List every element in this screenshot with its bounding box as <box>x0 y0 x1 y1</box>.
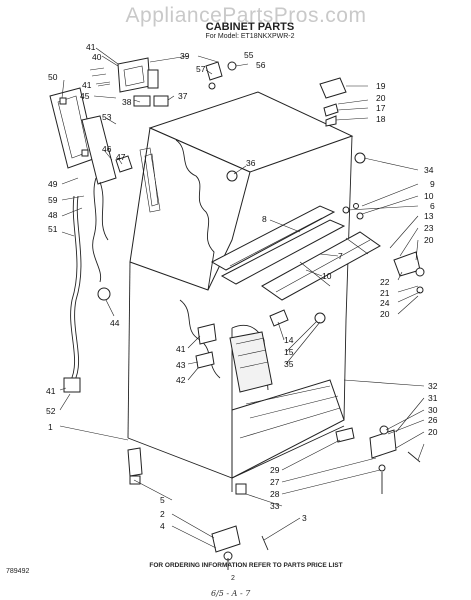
callout-label: 6 <box>430 201 435 211</box>
callout-label: 9 <box>430 179 435 189</box>
callout-label: 45 <box>80 91 90 101</box>
callout-label: 28 <box>270 489 280 499</box>
divider-rails <box>210 205 381 301</box>
control-bracket-assembly <box>89 57 237 107</box>
callout-label: 41 <box>46 386 56 396</box>
cabinet-shell <box>127 91 354 492</box>
callout-label: 27 <box>270 477 280 487</box>
roller-and-leveling-leg <box>127 447 269 570</box>
callout-label: 55 <box>244 50 254 60</box>
callout-label: 52 <box>46 406 56 416</box>
leader-lines <box>59 47 425 549</box>
callout-label: 47 <box>116 152 126 162</box>
callout-label: 2 <box>160 509 165 519</box>
callout-label: 20 <box>424 235 434 245</box>
callout-label: 36 <box>246 158 256 168</box>
callout-label: 53 <box>102 112 112 122</box>
callout-label: 15 <box>284 347 294 357</box>
diagram-title: CABINET PARTS <box>205 21 295 33</box>
callout-label: 34 <box>424 165 434 175</box>
callout-label: 41 <box>82 80 92 90</box>
callout-label: 23 <box>424 223 434 233</box>
callout-label: 42 <box>176 375 186 385</box>
diagram-subtitle: For Model: ET18NKXPWR-2 <box>205 33 295 40</box>
callout-label: 13 <box>424 211 434 221</box>
callout-label: 17 <box>376 103 386 113</box>
callout-label: 57 <box>196 64 206 74</box>
callout-label: 21 <box>380 288 390 298</box>
callout-label: 20 <box>376 93 386 103</box>
callout-label: 33 <box>270 501 280 511</box>
ordering-information-note: FOR ORDERING INFORMATION REFER TO PARTS … <box>149 562 343 569</box>
callout-label: 24 <box>380 298 390 308</box>
callout-label: 48 <box>48 210 58 220</box>
hinge-hardware <box>195 77 425 495</box>
callout-label: 38 <box>122 97 132 107</box>
callout-label: 59 <box>48 195 58 205</box>
callout-label: 41 <box>86 42 96 52</box>
callout-label: 4 <box>160 521 165 531</box>
callout-label: 7 <box>338 251 343 261</box>
page-number: 2 <box>231 575 235 582</box>
callout-label: 32 <box>428 381 438 391</box>
callout-label: 19 <box>376 81 386 91</box>
callout-label: 49 <box>48 179 58 189</box>
callout-label: 20 <box>428 427 438 437</box>
callout-label: 10 <box>322 271 332 281</box>
callout-label: 37 <box>178 91 188 101</box>
callout-label: 30 <box>428 405 438 415</box>
callout-label: 50 <box>48 72 58 82</box>
callout-label: 46 <box>102 144 112 154</box>
callout-label: 22 <box>380 277 390 287</box>
callout-label: 26 <box>428 415 438 425</box>
callout-label: 56 <box>256 60 266 70</box>
callout-label: 43 <box>176 360 186 370</box>
watermark-text: AppliancePartsPros.com <box>125 4 367 27</box>
callout-label: 39 <box>180 51 190 61</box>
callout-label: 51 <box>48 224 58 234</box>
callout-label: 20 <box>380 309 390 319</box>
callout-label: 18 <box>376 114 386 124</box>
document-number: 789492 <box>6 568 30 575</box>
callout-label: 40 <box>92 52 102 62</box>
callout-label: 1 <box>48 422 53 432</box>
callout-label: 3 <box>302 513 307 523</box>
callout-label: 31 <box>428 393 438 403</box>
callout-label: 29 <box>270 465 280 475</box>
callout-label: 14 <box>284 335 294 345</box>
callout-label: 44 <box>110 318 120 328</box>
handwritten-mark: 6/5 - A - 7 <box>211 589 251 598</box>
callout-label: 10 <box>424 191 434 201</box>
callout-label: 5 <box>160 495 165 505</box>
callout-label: 8 <box>262 214 267 224</box>
callout-label: 35 <box>284 359 294 369</box>
callout-label: 41 <box>176 344 186 354</box>
callout-numbers: 41 40 39 55 57 56 50 41 45 38 37 53 46 4… <box>46 42 438 531</box>
rear-panel-and-harness <box>49 87 133 393</box>
